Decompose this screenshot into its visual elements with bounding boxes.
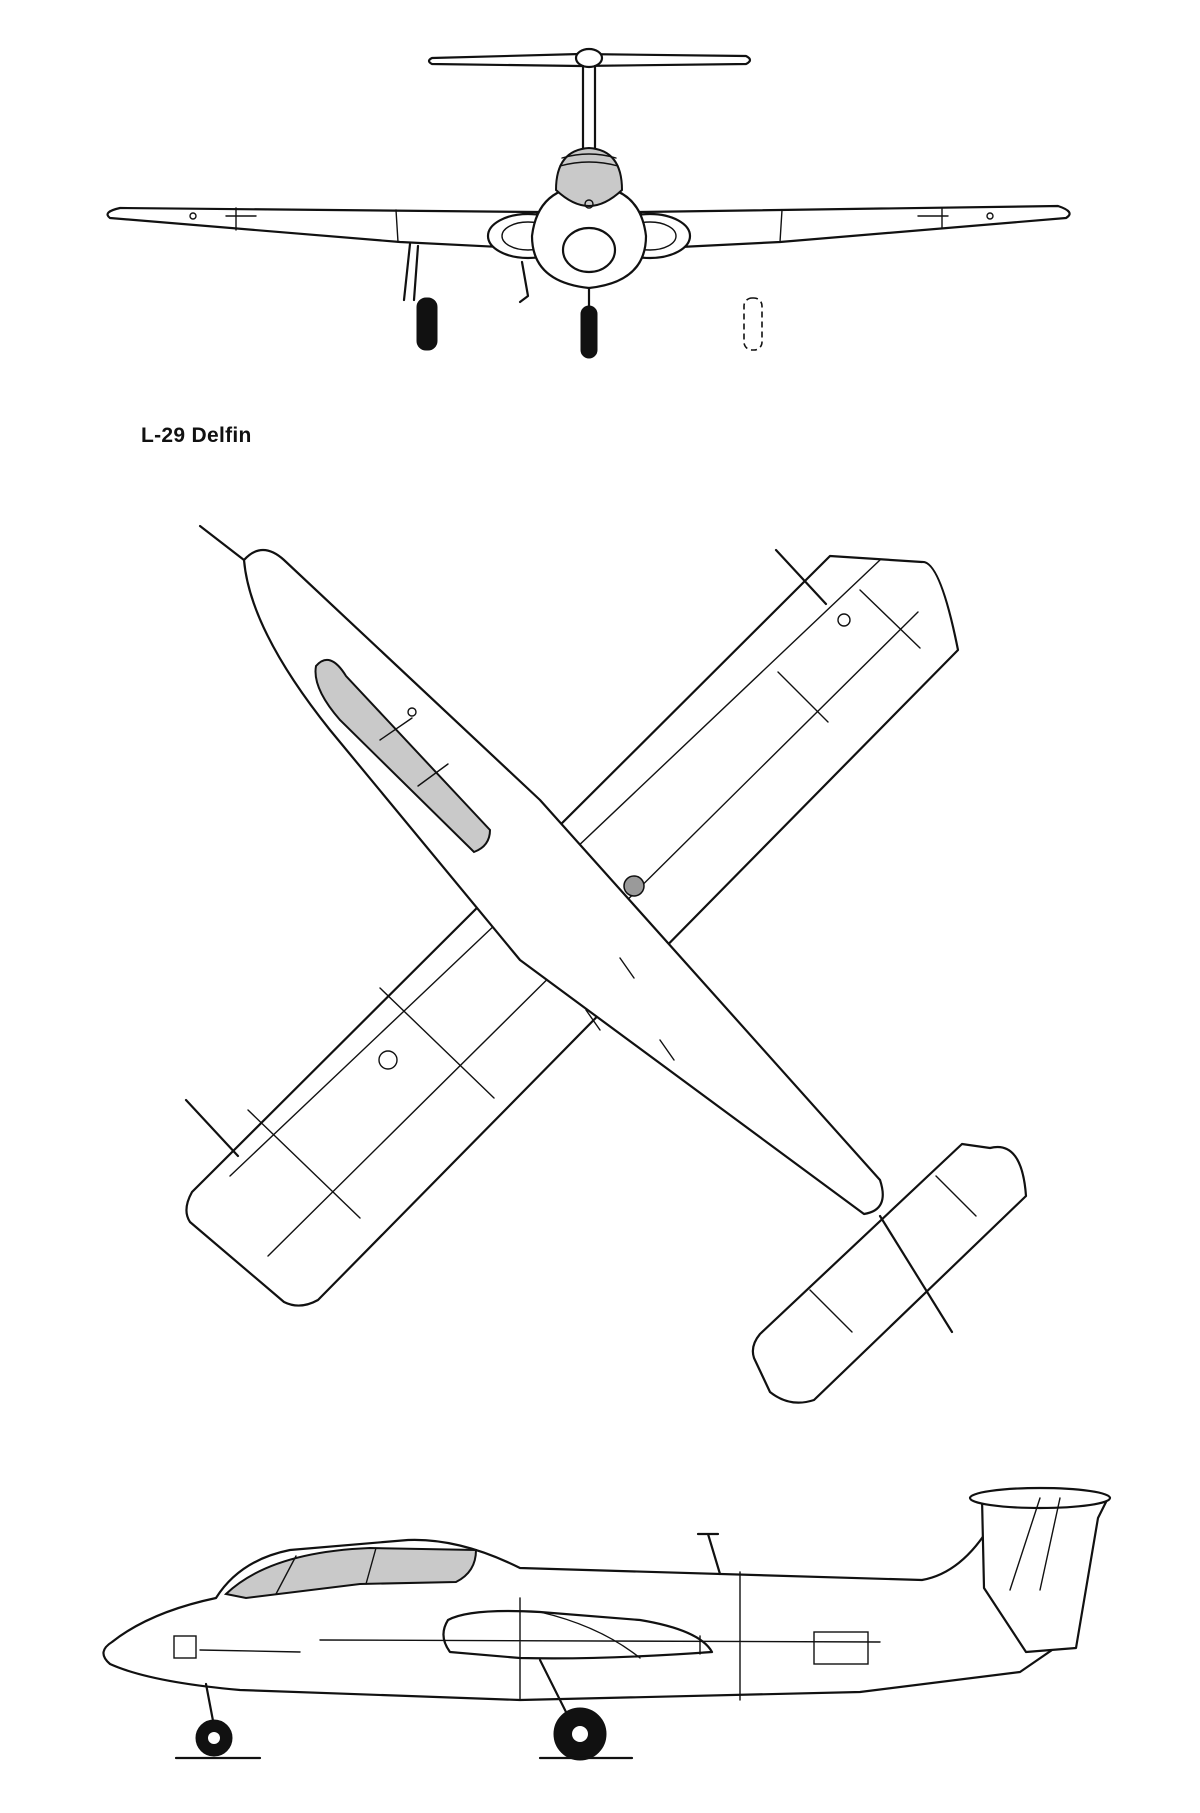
side-nose-gear-leg	[204, 1682, 216, 1728]
side-canopy	[223, 1546, 478, 1600]
front-nose	[561, 226, 617, 274]
front-main-wheel	[416, 297, 438, 351]
plan-tailplane	[751, 1142, 1028, 1404]
side-antenna	[696, 1532, 722, 1576]
plan-canopy	[314, 658, 492, 854]
front-fin	[581, 64, 597, 152]
plan-tail-centerline	[878, 1214, 954, 1334]
plan-fuselage	[242, 548, 884, 1216]
front-canopy	[554, 146, 624, 208]
plan-view	[184, 524, 1028, 1404]
front-nose-wheel	[580, 305, 598, 359]
front-fin-tip	[574, 47, 604, 69]
plan-roundel	[623, 875, 645, 897]
side-engine-nacelle	[442, 1609, 714, 1660]
front-left-wing	[106, 206, 540, 250]
side-fuselage	[102, 1506, 1092, 1702]
front-retracted-wheel	[743, 297, 763, 351]
side-view	[102, 1486, 1112, 1761]
plan-pitot-lines	[184, 548, 828, 1158]
plan-nose-line	[198, 524, 246, 562]
side-main-gear-leg	[538, 1658, 572, 1722]
aircraft-caption: L-29 Delfin	[141, 424, 252, 447]
front-right-wing	[638, 204, 1071, 250]
front-view	[106, 47, 1071, 359]
